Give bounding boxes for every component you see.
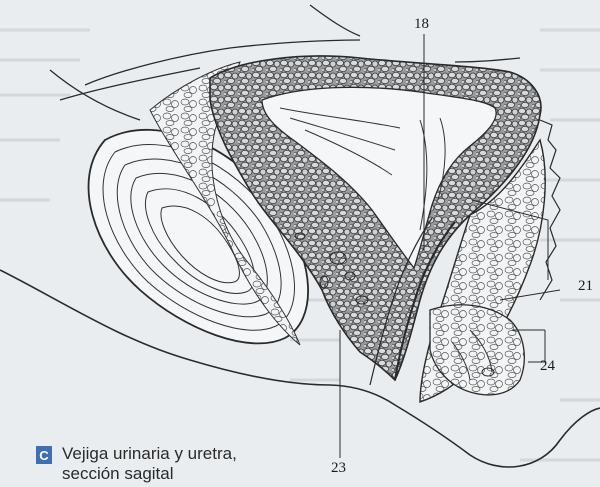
caption-line-2: sección sagital	[62, 464, 237, 484]
label-18: 18	[414, 16, 429, 33]
label-23: 23	[331, 460, 346, 477]
caption-line-1: Vejiga urinaria y uretra,	[62, 444, 237, 464]
label-24: 24	[540, 358, 555, 375]
caption-text: Vejiga urinaria y uretra, sección sagita…	[62, 444, 237, 484]
caption-letter-badge: C	[36, 446, 52, 464]
label-21: 21	[578, 278, 593, 295]
figure-caption: C Vejiga urinaria y uretra, sección sagi…	[36, 444, 237, 484]
